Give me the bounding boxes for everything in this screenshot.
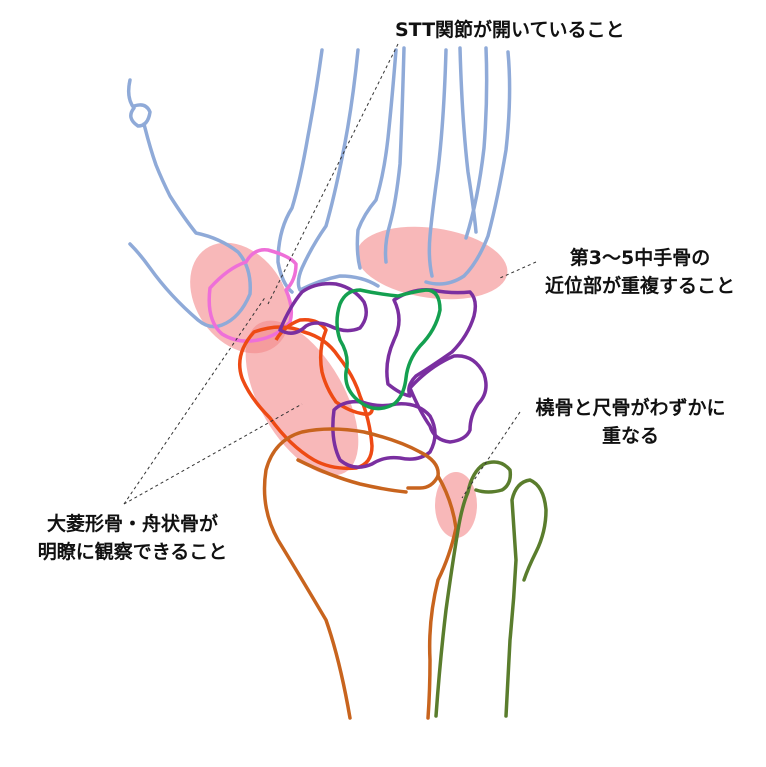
label-trapezium-line2: 明瞭に観察できること <box>37 541 228 563</box>
trapezoid-purple-outline <box>278 281 368 335</box>
triquetrum-outline <box>331 399 437 469</box>
label-metacarpal-line2: 近位部が重複すること <box>544 275 735 297</box>
fourth-metacarpal-outline <box>355 46 406 270</box>
metacarpal-outlines <box>126 46 512 329</box>
label-radius-ulna-line2: 重なる <box>601 425 659 447</box>
carpal-outlines <box>278 281 488 469</box>
label-radius-ulna-overlap: 橈骨と尺骨がわずかに 重なる <box>508 394 753 450</box>
lunate-outline <box>335 288 442 411</box>
capitate-outline <box>385 287 478 398</box>
label-stt-text: STT関節が開いていること <box>395 19 625 41</box>
trapezium-outline <box>207 248 298 343</box>
label-metacarpal-line1: 第3〜5中手骨の <box>569 247 711 269</box>
third-metacarpal-outline <box>296 48 380 292</box>
label-trapezium-line1: 大菱形骨・舟状骨が <box>46 513 218 535</box>
leader-scaphoid <box>123 403 303 505</box>
label-stt-joint: STT関節が開いていること <box>395 16 624 44</box>
label-radius-ulna-line1: 橈骨と尺骨がわずかに <box>535 397 726 419</box>
leader-lines <box>123 43 537 505</box>
leader-radius-ulna <box>461 411 521 499</box>
radius-outline <box>262 427 458 720</box>
highlight-metacarpal-base <box>356 226 508 300</box>
label-trapezium-scaphoid: 大菱形骨・舟状骨が 明瞭に観察できること <box>10 510 255 566</box>
leader-stt <box>267 43 399 305</box>
highlight-scaphoid <box>245 320 359 476</box>
leader-metacarpal <box>499 261 537 279</box>
thumb-metacarpal-outline <box>126 78 252 329</box>
fifth-metacarpal-outline <box>424 46 512 286</box>
label-metacarpal-overlap: 第3〜5中手骨の 近位部が重複すること <box>525 244 755 300</box>
highlight-regions <box>190 226 508 538</box>
ulna-outline <box>434 460 548 718</box>
trapezoid-outline <box>274 317 375 417</box>
hamate-outline <box>408 354 488 444</box>
second-metacarpal-outline <box>276 48 324 294</box>
